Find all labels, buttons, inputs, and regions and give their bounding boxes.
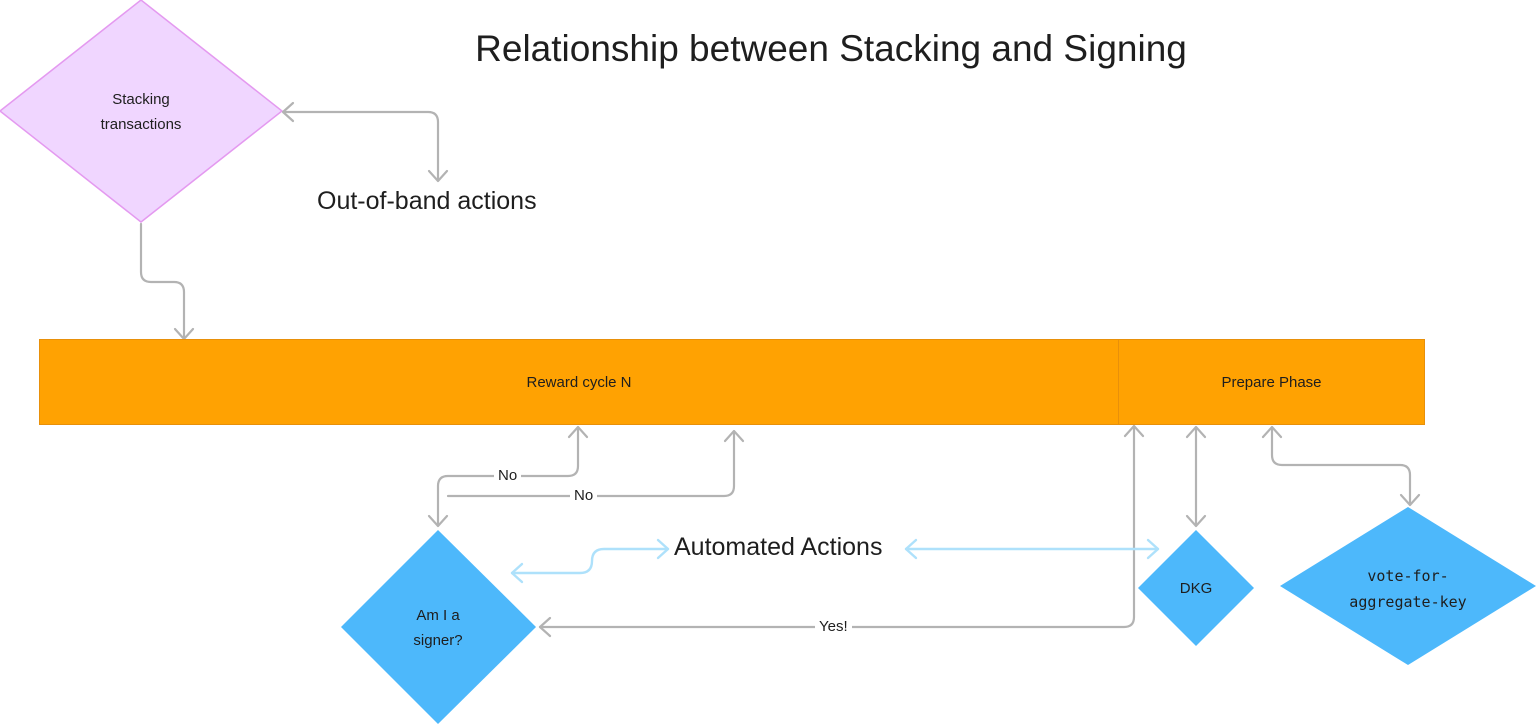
- prepare-phase-label: Prepare Phase: [1221, 373, 1322, 391]
- arrowhead-dkg: [1185, 514, 1207, 528]
- arrowhead-yes-signer: [538, 616, 552, 638]
- arrowhead-signer-top: [427, 514, 449, 528]
- arrowhead-automated-dkg: [1146, 538, 1160, 560]
- prepare-phase-bar[interactable]: Prepare Phase: [1118, 339, 1425, 425]
- arrowhead-stacking: [281, 101, 295, 123]
- connector-stacking-reward: [139, 222, 186, 340]
- arrowhead-no-2-up: [723, 429, 745, 443]
- edge-label-no-1: No: [494, 467, 522, 484]
- am-i-signer-node[interactable]: [341, 530, 536, 724]
- am-i-signer-label: Am I a signer?: [388, 603, 488, 653]
- arrowhead-automated-mid: [656, 538, 670, 560]
- dkg-label: DKG: [1179, 580, 1213, 597]
- diagram-title: Relationship between Stacking and Signin…: [475, 28, 1187, 69]
- connector-no-2: [446, 430, 736, 498]
- edge-label-yes: Yes!: [815, 618, 852, 635]
- dkg-node[interactable]: [1138, 530, 1254, 646]
- arrowhead-prepare-from-vote: [1261, 425, 1283, 439]
- connector-yes: [538, 425, 1136, 629]
- arrowhead-outofband: [427, 169, 449, 183]
- reward-cycle-bar[interactable]: Reward cycle N: [39, 339, 1119, 425]
- edge-label-no-2: No: [570, 487, 598, 504]
- arrowhead-prepare-from-dkg: [1185, 425, 1207, 439]
- automated-actions-label: Automated Actions: [674, 533, 883, 561]
- vote-label-line1: vote-for-: [1367, 567, 1449, 585]
- arrowhead-no-1-up: [567, 425, 589, 439]
- arrowhead-automated-left: [510, 562, 524, 584]
- stacking-label-line1: Stacking: [112, 91, 170, 108]
- arrowhead-vote: [1399, 493, 1421, 507]
- signer-label-line1: Am I a: [416, 607, 460, 624]
- out-of-band-label: Out-of-band actions: [317, 187, 537, 215]
- connector-automated-signer: [510, 547, 670, 575]
- arrowhead-automated-back: [904, 538, 918, 560]
- vote-node[interactable]: [1280, 507, 1536, 665]
- vote-label: vote-for- aggregate-key: [1338, 563, 1478, 615]
- connector-prepare-vote: [1270, 426, 1412, 506]
- vote-label-line2: aggregate-key: [1349, 593, 1467, 611]
- stacking-label-line2: transactions: [100, 116, 182, 133]
- arrowhead-yes-up: [1123, 424, 1145, 438]
- connector-stacking-outofband: [282, 110, 440, 182]
- stacking-transactions-node[interactable]: [0, 0, 284, 223]
- reward-cycle-label: Reward cycle N: [526, 373, 632, 391]
- stacking-transactions-label: Stacking transactions: [71, 87, 211, 137]
- signer-label-line2: signer?: [413, 632, 463, 649]
